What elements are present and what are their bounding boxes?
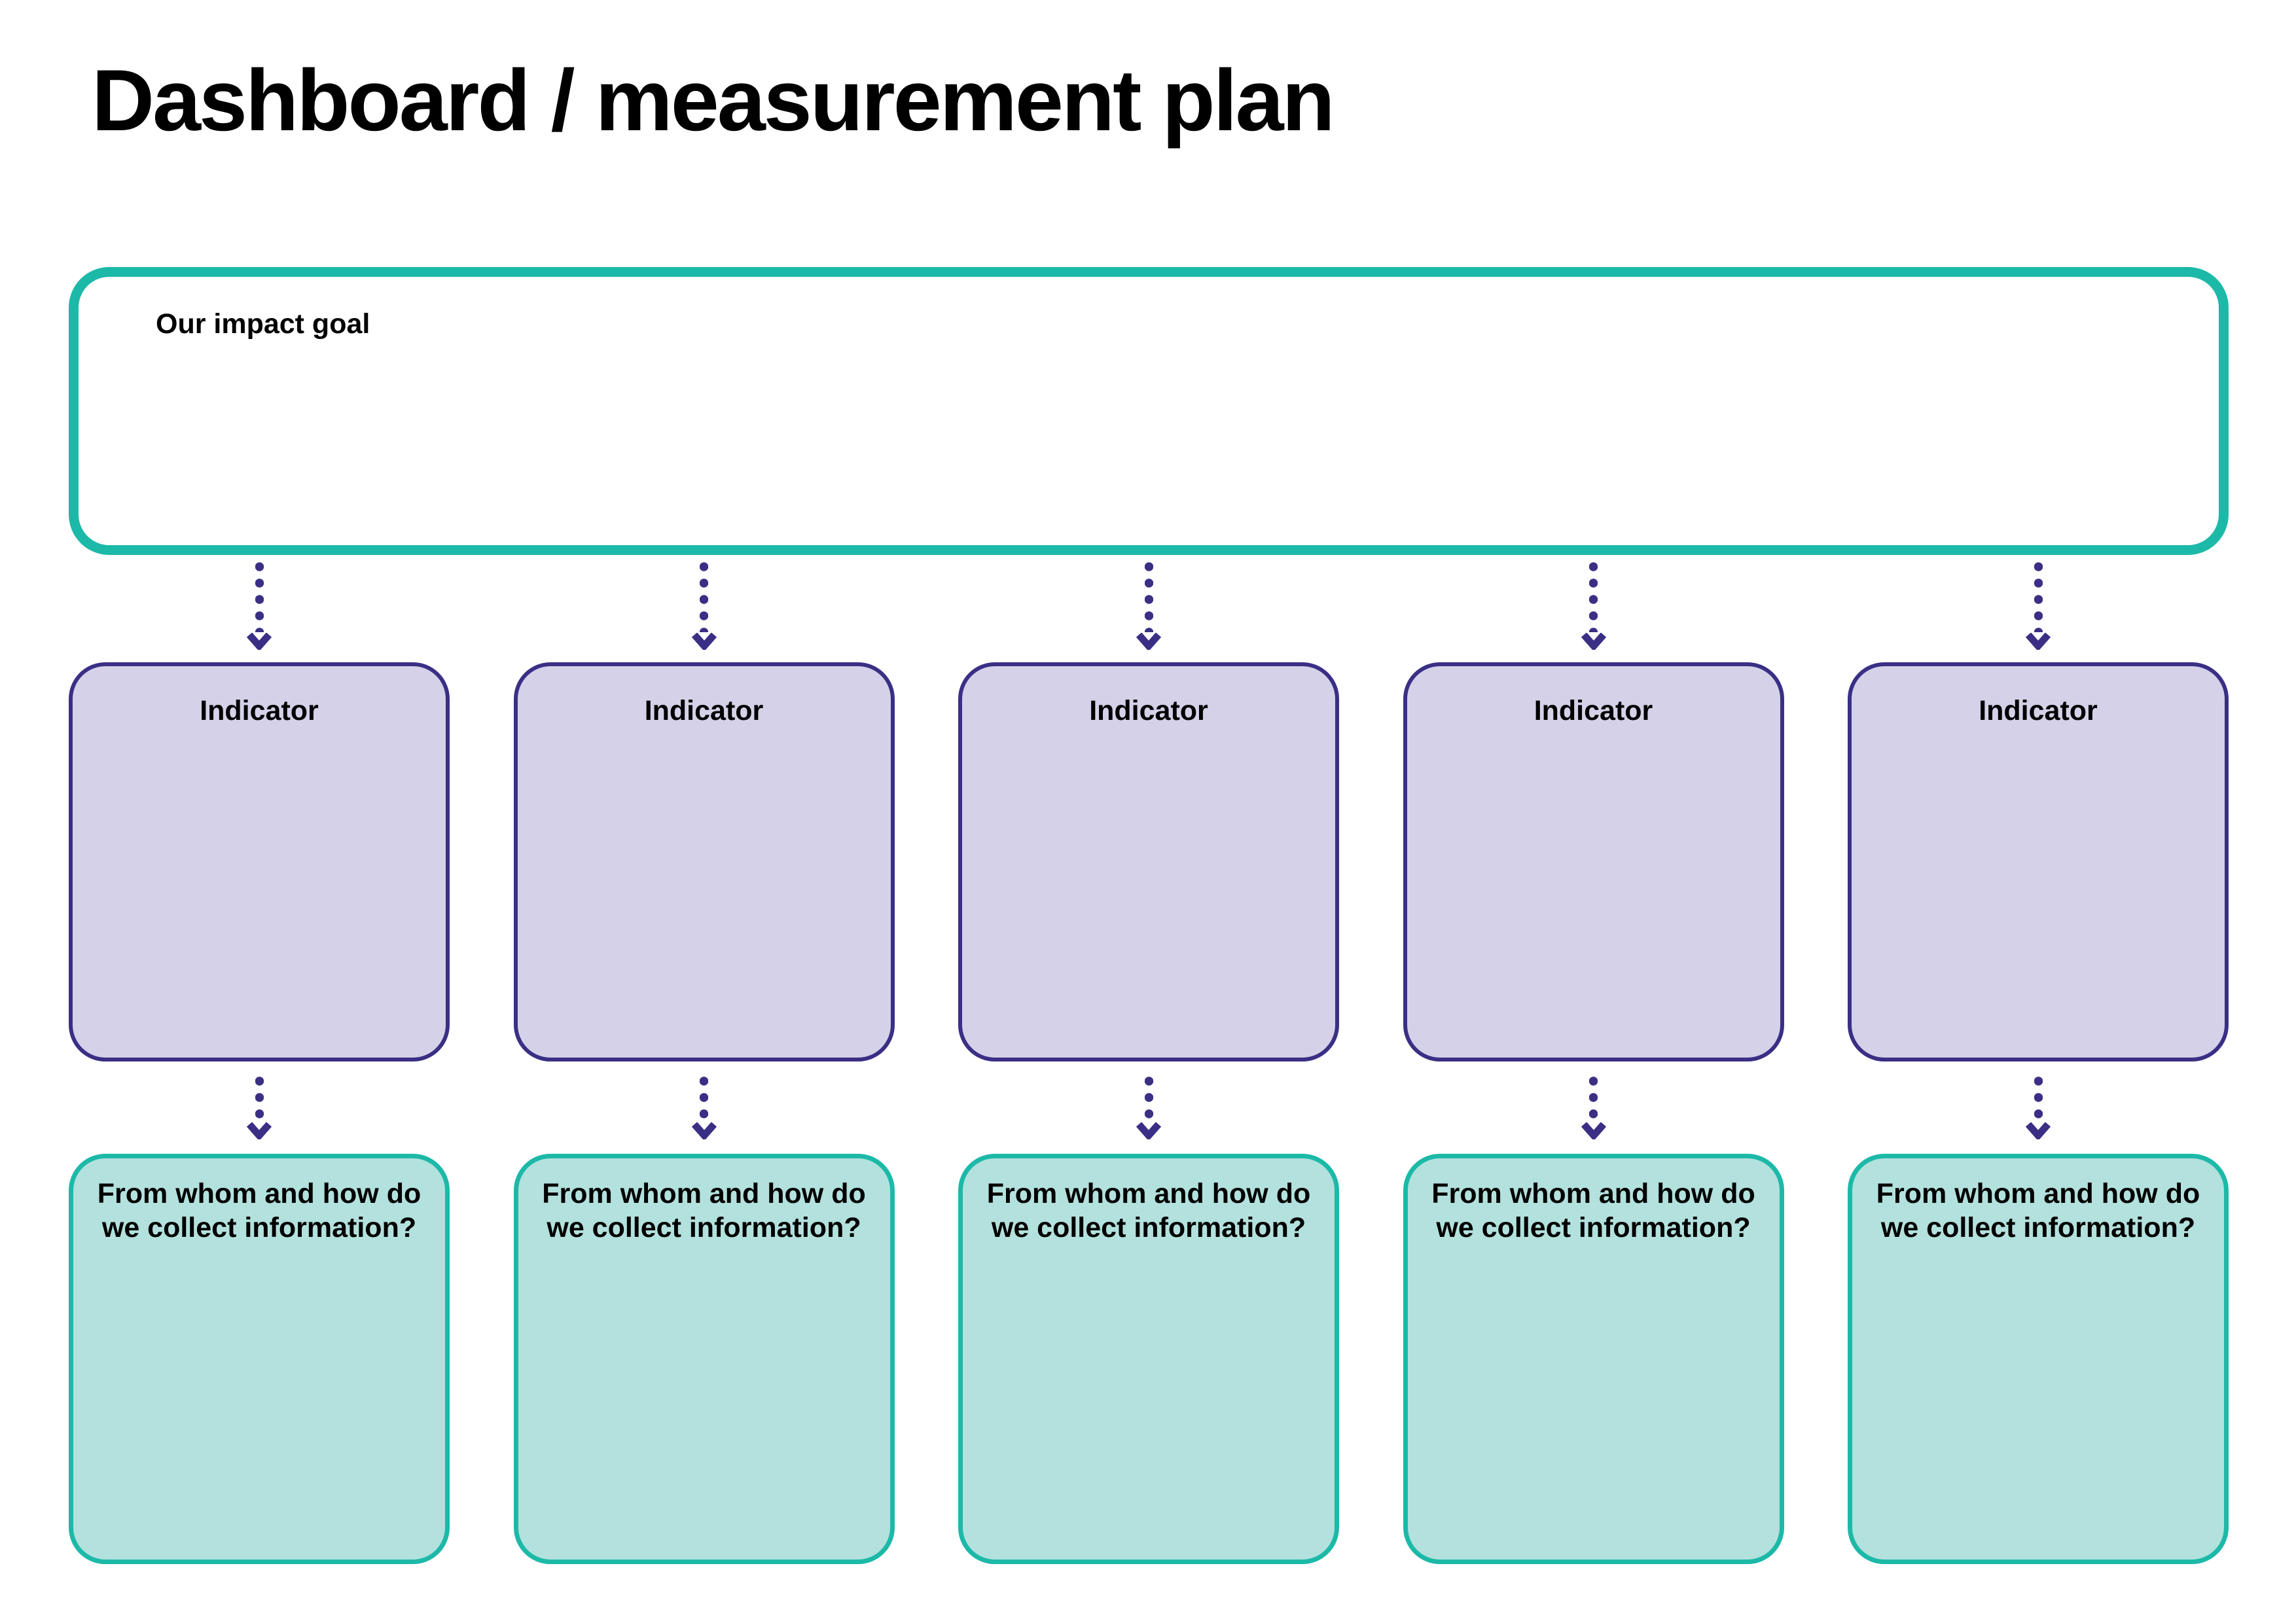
chevron-down-icon: [2026, 1122, 2051, 1139]
dotted-line: [2034, 1076, 2043, 1122]
dotted-arrow-down-icon: [1136, 562, 1161, 650]
chevron-down-icon: [247, 1122, 272, 1139]
dotted-arrow-down-icon: [2026, 562, 2051, 650]
indicator-box-5[interactable]: Indicator: [1848, 662, 2229, 1061]
dotted-line: [1589, 1076, 1598, 1122]
dotted-arrow-down-icon: [1581, 1076, 1606, 1139]
dotted-arrow-down-icon: [247, 1076, 272, 1139]
dotted-line: [700, 1076, 708, 1122]
indicators-row: Indicator Indicator Indicator Indicator …: [69, 662, 2229, 1061]
collection-label: From whom and how do we collect informat…: [1431, 1178, 1755, 1244]
indicator-label: Indicator: [644, 695, 764, 726]
dotted-arrow-down-icon: [247, 562, 272, 650]
chevron-down-icon: [1136, 633, 1161, 650]
indicator-box-4[interactable]: Indicator: [1403, 662, 1784, 1061]
chevron-down-icon: [2026, 633, 2051, 650]
arrow-cell: [1403, 562, 1784, 650]
collection-box-2[interactable]: From whom and how do we collect informat…: [513, 1154, 895, 1564]
dotted-arrow-down-icon: [691, 1076, 717, 1139]
dotted-line: [255, 562, 264, 632]
collection-box-5[interactable]: From whom and how do we collect informat…: [1848, 1154, 2229, 1564]
chevron-down-icon: [691, 1122, 717, 1139]
arrow-cell: [958, 1076, 1339, 1139]
chevron-down-icon: [1581, 633, 1606, 650]
chevron-down-icon: [1581, 1122, 1606, 1139]
indicator-box-2[interactable]: Indicator: [513, 662, 895, 1061]
impact-goal-box[interactable]: Our impact goal: [69, 267, 2229, 555]
indicator-box-3[interactable]: Indicator: [958, 662, 1339, 1061]
indicator-label: Indicator: [200, 695, 319, 726]
indicator-box-1[interactable]: Indicator: [69, 662, 450, 1061]
arrow-cell: [958, 562, 1339, 650]
dotted-line: [2034, 562, 2043, 632]
dotted-line: [700, 562, 708, 632]
dotted-arrow-down-icon: [2026, 1076, 2051, 1139]
arrow-cell: [69, 562, 450, 650]
arrows-goal-to-indicators: [69, 562, 2229, 650]
page-title: Dashboard / measurement plan: [92, 52, 1335, 149]
dotted-line: [255, 1076, 264, 1122]
dotted-arrow-down-icon: [1136, 1076, 1161, 1139]
collection-label: From whom and how do we collect informat…: [1876, 1178, 2200, 1244]
dotted-arrow-down-icon: [691, 562, 717, 650]
arrow-cell: [69, 1076, 450, 1139]
indicator-label: Indicator: [1979, 695, 2098, 726]
collection-label: From whom and how do we collect informat…: [986, 1178, 1311, 1244]
chevron-down-icon: [691, 633, 717, 650]
collections-row: From whom and how do we collect informat…: [69, 1154, 2229, 1564]
arrow-cell: [1848, 562, 2229, 650]
impact-goal-label: Our impact goal: [156, 308, 370, 340]
collection-label: From whom and how do we collect informat…: [542, 1178, 866, 1244]
indicator-label: Indicator: [1534, 695, 1653, 726]
dotted-line: [1589, 562, 1598, 632]
collection-box-4[interactable]: From whom and how do we collect informat…: [1403, 1154, 1784, 1564]
collection-box-1[interactable]: From whom and how do we collect informat…: [69, 1154, 450, 1564]
indicator-label: Indicator: [1089, 695, 1208, 726]
chevron-down-icon: [247, 633, 272, 650]
arrows-indicators-to-collection: [69, 1076, 2229, 1139]
arrow-cell: [514, 562, 895, 650]
dotted-line: [1144, 562, 1153, 632]
arrow-cell: [1848, 1076, 2229, 1139]
collection-box-3[interactable]: From whom and how do we collect informat…: [958, 1154, 1339, 1564]
dotted-arrow-down-icon: [1581, 562, 1606, 650]
arrow-cell: [514, 1076, 895, 1139]
chevron-down-icon: [1136, 1122, 1161, 1139]
arrow-cell: [1403, 1076, 1784, 1139]
dotted-line: [1144, 1076, 1153, 1122]
collection-label: From whom and how do we collect informat…: [97, 1178, 422, 1244]
